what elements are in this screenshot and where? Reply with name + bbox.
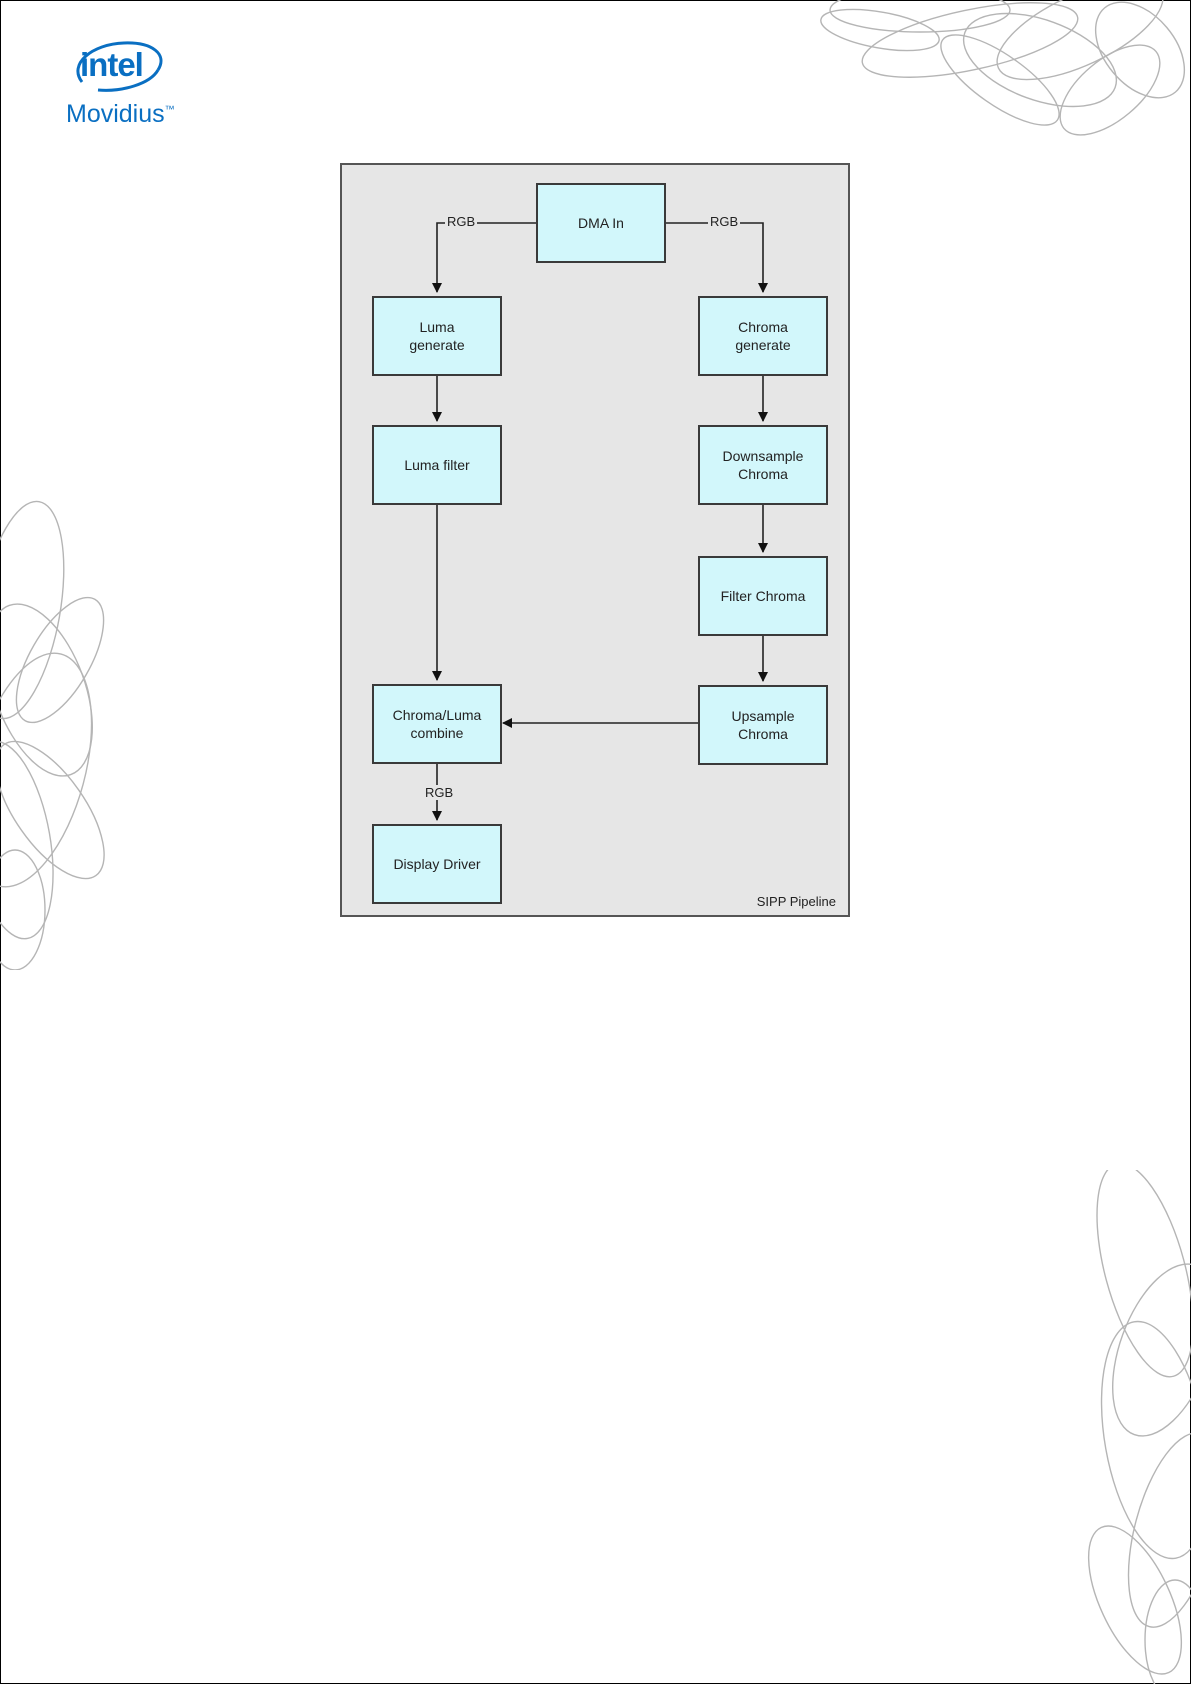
node-luma-generate: Luma generate: [372, 296, 502, 376]
edge-label-dma-to-chroma: RGB: [708, 214, 740, 229]
sipp-pipeline-diagram: RGB RGB RGB DMA In Luma generate Chroma …: [340, 163, 850, 917]
frame-label: SIPP Pipeline: [757, 894, 836, 909]
edge-label-dma-to-luma: RGB: [445, 214, 477, 229]
node-luma-filter: Luma filter: [372, 425, 502, 505]
decorative-swirl-top-right: [780, 0, 1191, 140]
node-filter-chroma: Filter Chroma: [698, 556, 828, 636]
node-dma-in: DMA In: [536, 183, 666, 263]
node-upsample-chroma: Upsample Chroma: [698, 685, 828, 765]
diagram-edges: [342, 165, 852, 919]
decorative-swirl-bottom-right: [1075, 1170, 1191, 1684]
node-downsample-chroma: Downsample Chroma: [698, 425, 828, 505]
edge-dma-to-luma-generate: [437, 223, 536, 292]
node-chroma-luma-combine: Chroma/Luma combine: [372, 684, 502, 764]
logo-product-text: Movidius™: [66, 100, 175, 129]
node-display-driver: Display Driver: [372, 824, 502, 904]
edge-label-combine-to-display: RGB: [423, 785, 455, 800]
decorative-swirl-left: [0, 490, 120, 970]
intel-movidius-logo: intel Movidius™: [64, 40, 194, 135]
node-chroma-generate: Chroma generate: [698, 296, 828, 376]
edge-dma-to-chroma-generate: [666, 223, 763, 292]
logo-brand-text: intel: [80, 46, 143, 84]
